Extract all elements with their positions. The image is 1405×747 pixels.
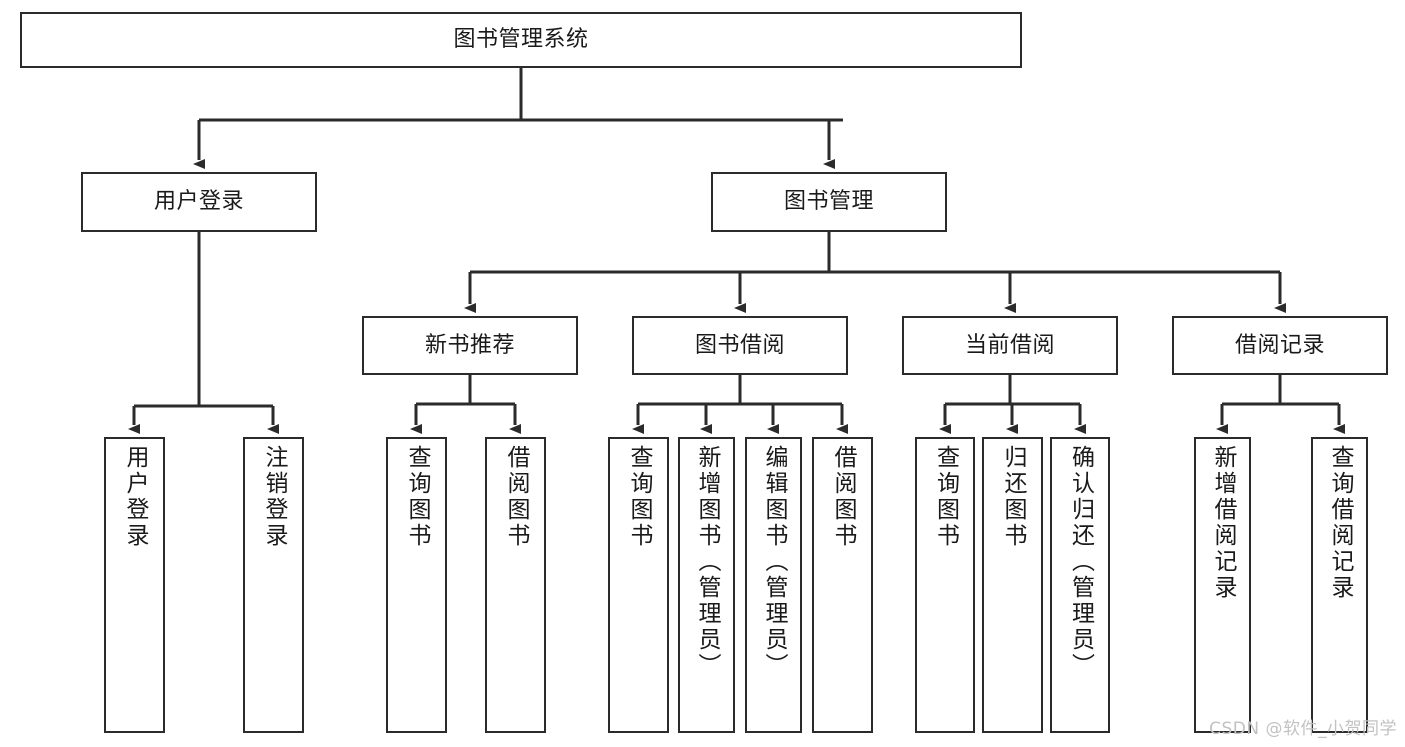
leaf-confirm-return-admin[interactable]: 确认归还（管理员） bbox=[1050, 437, 1110, 733]
leaf-query-book-nbr[interactable]: 查询图书 bbox=[386, 437, 447, 733]
leaf-borrow-book-bb-label: 借阅图书 bbox=[830, 445, 856, 549]
node-root-label: 图书管理系统 bbox=[453, 27, 589, 53]
node-root[interactable]: 图书管理系统 bbox=[20, 12, 1022, 68]
leaf-borrow-book-bb[interactable]: 借阅图书 bbox=[812, 437, 873, 733]
leaf-logout[interactable]: 注销登录 bbox=[243, 437, 304, 733]
leaf-user-login[interactable]: 用户登录 bbox=[104, 437, 165, 733]
node-new-book-recommend[interactable]: 新书推荐 bbox=[362, 316, 578, 375]
leaf-add-borrow-record-label: 新增借阅记录 bbox=[1210, 445, 1236, 601]
leaf-logout-label: 注销登录 bbox=[261, 445, 287, 549]
leaf-borrow-book-nbr-label: 借阅图书 bbox=[503, 445, 529, 549]
leaf-add-borrow-record[interactable]: 新增借阅记录 bbox=[1194, 437, 1251, 733]
leaf-query-borrow-record[interactable]: 查询借阅记录 bbox=[1311, 437, 1368, 733]
node-book-management-label: 图书管理 bbox=[783, 189, 874, 215]
node-borrow-record-label: 借阅记录 bbox=[1234, 332, 1325, 358]
leaf-query-book-cb-label: 查询图书 bbox=[932, 445, 959, 549]
leaf-query-book-bb[interactable]: 查询图书 bbox=[608, 437, 669, 733]
leaf-query-book-cb[interactable]: 查询图书 bbox=[915, 437, 975, 733]
node-user-login[interactable]: 用户登录 bbox=[81, 172, 317, 232]
node-book-borrow[interactable]: 图书借阅 bbox=[632, 316, 848, 375]
leaf-return-book-label: 归还图书 bbox=[1000, 445, 1026, 549]
leaf-borrow-book-nbr[interactable]: 借阅图书 bbox=[485, 437, 546, 733]
leaf-user-login-label: 用户登录 bbox=[122, 445, 148, 549]
leaf-query-book-nbr-label: 查询图书 bbox=[404, 445, 430, 549]
watermark: CSDN @软件_小贺同学 bbox=[1209, 719, 1397, 739]
leaf-confirm-return-admin-label: 确认归还（管理员） bbox=[1067, 445, 1094, 679]
leaf-query-book-bb-label: 查询图书 bbox=[626, 445, 652, 549]
leaf-edit-book-admin[interactable]: 编辑图书（管理员） bbox=[745, 437, 802, 733]
node-user-login-label: 用户登录 bbox=[153, 189, 244, 215]
node-current-borrow[interactable]: 当前借阅 bbox=[902, 316, 1118, 375]
node-current-borrow-label: 当前借阅 bbox=[964, 332, 1055, 358]
node-new-book-recommend-label: 新书推荐 bbox=[424, 332, 515, 358]
leaf-query-borrow-record-label: 查询借阅记录 bbox=[1327, 445, 1353, 601]
node-book-borrow-label: 图书借阅 bbox=[694, 332, 785, 358]
leaf-return-book[interactable]: 归还图书 bbox=[982, 437, 1043, 733]
leaf-add-book-admin[interactable]: 新增图书（管理员） bbox=[678, 437, 735, 733]
leaf-add-book-admin-label: 新增图书（管理员） bbox=[694, 445, 720, 679]
node-book-management[interactable]: 图书管理 bbox=[711, 172, 947, 232]
leaf-edit-book-admin-label: 编辑图书（管理员） bbox=[761, 445, 787, 679]
node-borrow-record[interactable]: 借阅记录 bbox=[1172, 316, 1388, 375]
